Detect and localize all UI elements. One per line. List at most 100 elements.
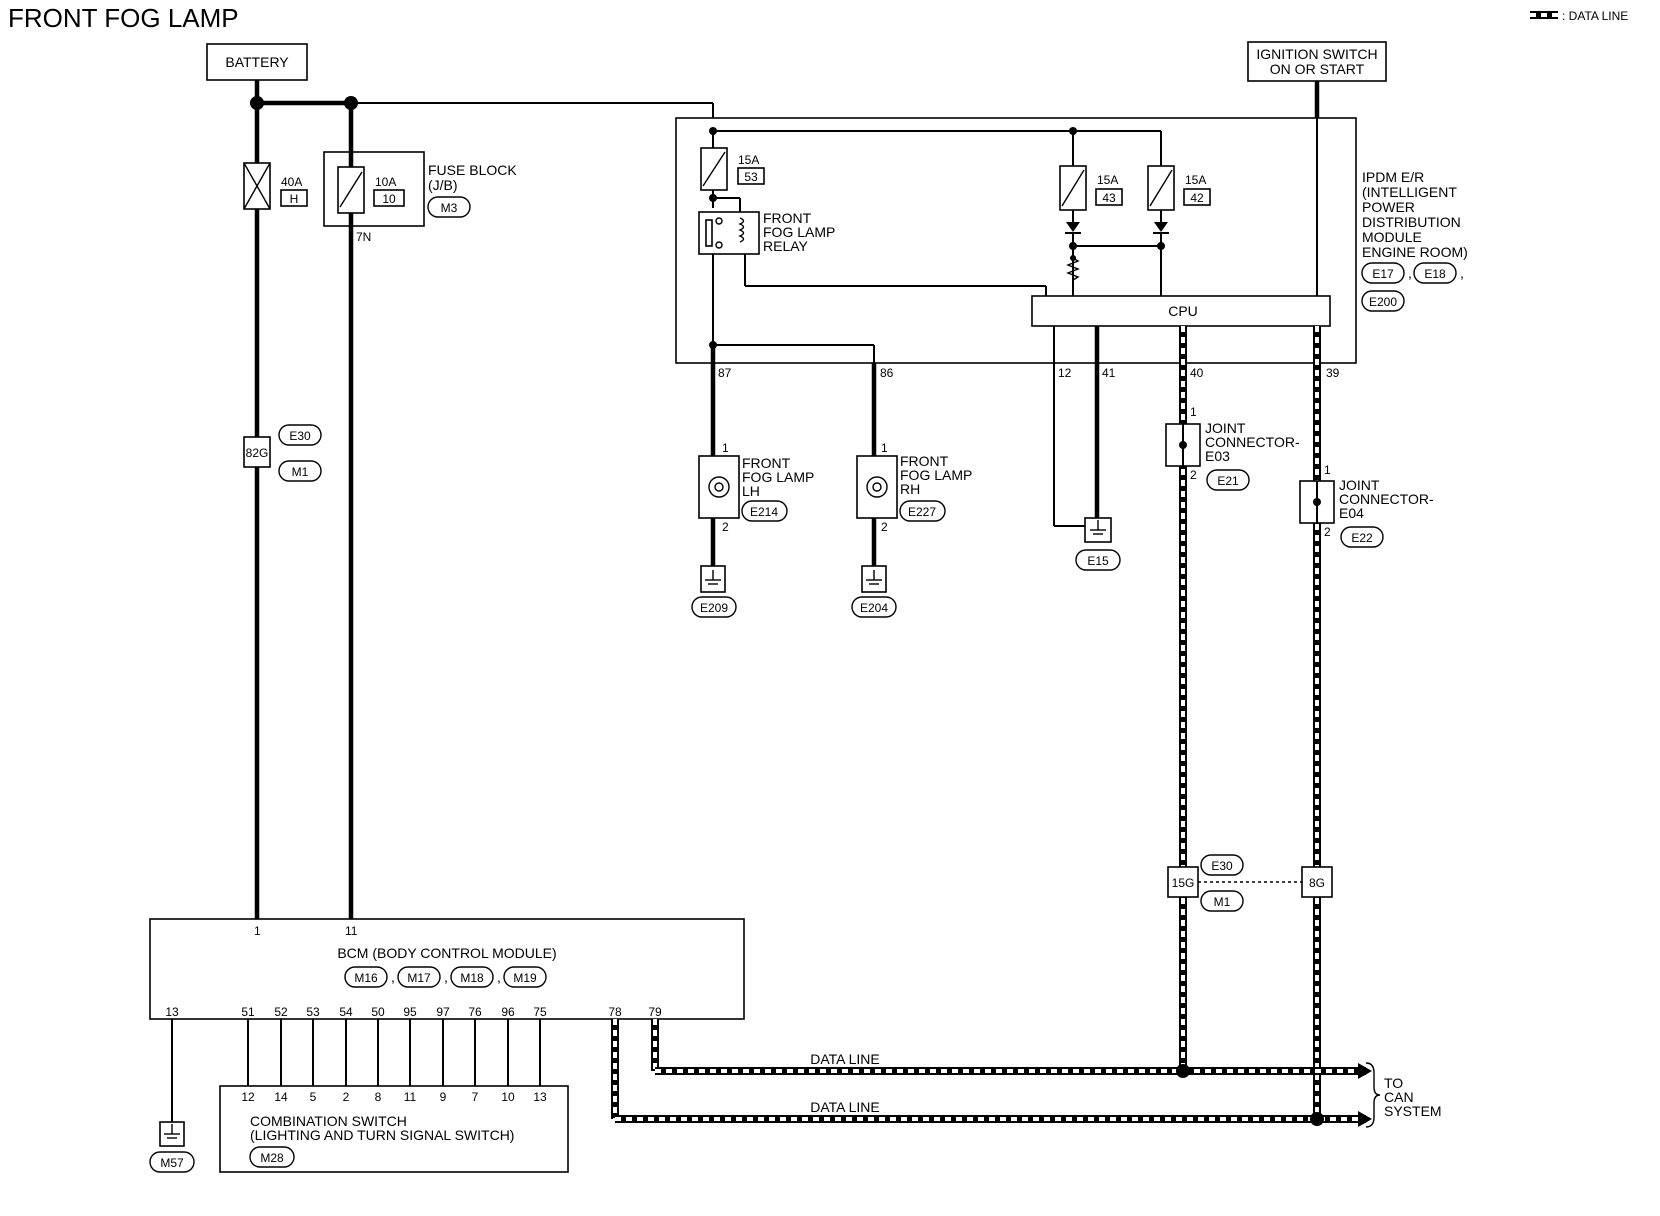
page-title: FRONT FOG LAMP bbox=[8, 3, 239, 33]
svg-text:ENGINE ROOM): ENGINE ROOM) bbox=[1362, 244, 1468, 260]
svg-text:SYSTEM: SYSTEM bbox=[1384, 1103, 1442, 1119]
svg-text:50: 50 bbox=[371, 1005, 385, 1019]
svg-text:FRONT: FRONT bbox=[742, 455, 791, 471]
svg-text:ON OR START: ON OR START bbox=[1270, 61, 1365, 77]
svg-text:54: 54 bbox=[339, 1005, 353, 1019]
fuse-block: 10A 10 FUSE BLOCK (J/B) M3 7N bbox=[323, 151, 517, 244]
svg-text:1: 1 bbox=[1324, 463, 1331, 477]
svg-text:75: 75 bbox=[533, 1005, 547, 1019]
svg-text:RH: RH bbox=[900, 481, 920, 497]
svg-text:15A: 15A bbox=[1097, 173, 1118, 187]
svg-text:,: , bbox=[1460, 265, 1464, 281]
svg-text:M28: M28 bbox=[260, 1151, 284, 1165]
svg-text:13: 13 bbox=[533, 1090, 547, 1104]
svg-text:CONNECTOR-: CONNECTOR- bbox=[1205, 434, 1300, 450]
svg-text:E209: E209 bbox=[700, 601, 728, 615]
svg-text:,: , bbox=[444, 969, 448, 985]
svg-text:,: , bbox=[1408, 265, 1412, 281]
svg-text:E04: E04 bbox=[1339, 505, 1364, 521]
joint-connector-e03: 1 JOINT CONNECTOR- E03 2 E21 bbox=[1165, 405, 1300, 491]
svg-text:10: 10 bbox=[501, 1090, 515, 1104]
bcm-bottom-pins: 13 51 52 53 54 50 95 97 76 96 75 78 79 bbox=[165, 1005, 662, 1019]
svg-text:1: 1 bbox=[881, 441, 888, 455]
svg-text:E22: E22 bbox=[1351, 531, 1373, 545]
ground-e209: E209 bbox=[691, 565, 737, 618]
svg-text:82G: 82G bbox=[246, 446, 269, 460]
svg-text:CPU: CPU bbox=[1168, 303, 1198, 319]
svg-text:97: 97 bbox=[436, 1005, 450, 1019]
svg-text:11: 11 bbox=[345, 924, 358, 938]
svg-text:13: 13 bbox=[165, 1005, 179, 1019]
battery-box: BATTERY bbox=[206, 43, 308, 81]
svg-text:96: 96 bbox=[501, 1005, 515, 1019]
svg-text:MODULE: MODULE bbox=[1362, 229, 1422, 245]
svg-text:M16: M16 bbox=[354, 971, 378, 985]
battery-label: BATTERY bbox=[225, 54, 289, 70]
svg-text:FRONT: FRONT bbox=[763, 210, 812, 226]
svg-text:12: 12 bbox=[241, 1090, 255, 1104]
harness-connector-15g-8g: 15G 8G E30 M1 bbox=[1167, 854, 1333, 912]
combo-wires bbox=[247, 1019, 541, 1086]
svg-text:E204: E204 bbox=[860, 601, 888, 615]
svg-text:IGNITION SWITCH: IGNITION SWITCH bbox=[1256, 46, 1377, 62]
svg-text:(INTELLIGENT: (INTELLIGENT bbox=[1362, 184, 1457, 200]
svg-text:COMBINATION SWITCH: COMBINATION SWITCH bbox=[250, 1113, 407, 1129]
svg-text:86: 86 bbox=[880, 366, 894, 380]
svg-text:2: 2 bbox=[881, 520, 888, 534]
svg-text:53: 53 bbox=[306, 1005, 320, 1019]
svg-text:M1: M1 bbox=[1214, 895, 1231, 909]
svg-text:CONNECTOR-: CONNECTOR- bbox=[1339, 491, 1434, 507]
fuse-block-label: FUSE BLOCK bbox=[428, 162, 517, 178]
svg-text:FRONT: FRONT bbox=[900, 453, 949, 469]
svg-text:95: 95 bbox=[403, 1005, 417, 1019]
svg-text:41: 41 bbox=[1102, 366, 1116, 380]
svg-text:M3: M3 bbox=[441, 201, 458, 215]
svg-text:14: 14 bbox=[274, 1090, 288, 1104]
svg-text:79: 79 bbox=[648, 1005, 662, 1019]
svg-text:E21: E21 bbox=[1217, 474, 1239, 488]
svg-text:40: 40 bbox=[1190, 366, 1204, 380]
svg-text:FOG LAMP: FOG LAMP bbox=[763, 224, 835, 240]
svg-text:51: 51 bbox=[241, 1005, 255, 1019]
svg-text:POWER: POWER bbox=[1362, 199, 1415, 215]
harness-connector-82g: 82G E30 M1 bbox=[243, 424, 322, 482]
bcm-box: 1 11 BCM (BODY CONTROL MODULE) M16 M17 M… bbox=[149, 918, 745, 1020]
svg-text:M17: M17 bbox=[407, 971, 431, 985]
fog-lamp-rh: 1 FRONT FOG LAMP RH E227 2 bbox=[856, 441, 972, 534]
svg-text:10A: 10A bbox=[375, 175, 396, 189]
svg-text:,: , bbox=[497, 969, 501, 985]
svg-text:5: 5 bbox=[310, 1090, 317, 1104]
svg-text:1: 1 bbox=[254, 924, 261, 938]
svg-text:1: 1 bbox=[722, 441, 729, 455]
svg-text:IPDM E/R: IPDM E/R bbox=[1362, 169, 1424, 185]
ground-e204: E204 bbox=[851, 565, 897, 618]
svg-text:52: 52 bbox=[274, 1005, 288, 1019]
svg-text:8: 8 bbox=[375, 1090, 382, 1104]
svg-text:2: 2 bbox=[1190, 468, 1197, 482]
svg-text:1: 1 bbox=[1190, 405, 1197, 419]
svg-text:JOINT: JOINT bbox=[1205, 420, 1246, 436]
svg-text:CAN: CAN bbox=[1384, 1089, 1414, 1105]
bcm-title: BCM (BODY CONTROL MODULE) bbox=[337, 945, 556, 961]
svg-text:2: 2 bbox=[722, 520, 729, 534]
ignition-switch-box: IGNITION SWITCH ON OR START bbox=[1247, 41, 1387, 82]
svg-text:E17: E17 bbox=[1372, 267, 1394, 281]
svg-text:2: 2 bbox=[1324, 525, 1331, 539]
svg-text:9: 9 bbox=[440, 1090, 447, 1104]
svg-text:E18: E18 bbox=[1424, 267, 1446, 281]
joint-connector-e04: 1 JOINT CONNECTOR- E04 2 E22 bbox=[1299, 463, 1434, 548]
svg-text:53: 53 bbox=[744, 170, 758, 184]
svg-text:H: H bbox=[290, 192, 299, 206]
svg-text:11: 11 bbox=[404, 1090, 417, 1104]
svg-text:,: , bbox=[391, 969, 395, 985]
svg-text:E03: E03 bbox=[1205, 448, 1230, 464]
fuse-53: 15A 53 bbox=[700, 147, 765, 191]
svg-text:76: 76 bbox=[468, 1005, 482, 1019]
svg-text:JOINT: JOINT bbox=[1339, 477, 1380, 493]
svg-text:40A: 40A bbox=[281, 175, 302, 189]
svg-text:2: 2 bbox=[343, 1090, 350, 1104]
svg-text:TO: TO bbox=[1384, 1075, 1403, 1091]
svg-text:FOG LAMP: FOG LAMP bbox=[900, 467, 972, 483]
ground-m57: M57 bbox=[149, 1121, 195, 1173]
